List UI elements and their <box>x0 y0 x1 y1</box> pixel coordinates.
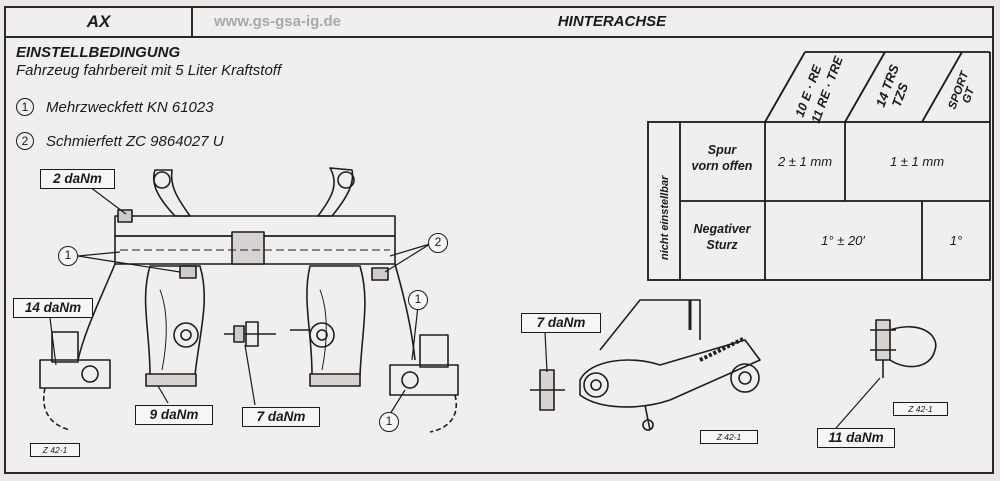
torque-label-cross-tube: 2 daNm <box>40 169 115 189</box>
row-1-label-line2: vorn offen <box>692 159 753 173</box>
torque-label-left-hub: 14 daNm <box>13 298 93 318</box>
figure-ref-left: Z 42-1 <box>30 443 80 457</box>
lubricant-text: Schmierfett ZC 9864027 U <box>46 132 224 150</box>
lubricant-number: 2 <box>16 132 34 150</box>
section-title: HINTERACHSE <box>557 13 667 30</box>
torque-label-grease-detail: 11 daNm <box>817 428 895 448</box>
row-1-label-line1: Spur <box>708 143 738 157</box>
section-code: AX <box>6 8 193 36</box>
camber-value-col12: 1° ± 20′ <box>821 233 865 248</box>
callout-lubricant-1-bottom: 1 <box>379 412 399 432</box>
camber-value-col3: 1° <box>950 233 962 248</box>
page-header: AX www.gs-gsa-ig.de HINTERACHSE <box>6 8 992 38</box>
col-header-3-line2: GT <box>961 85 978 105</box>
manual-page: AX www.gs-gsa-ig.de HINTERACHSE <box>4 6 994 474</box>
row-group-label: nicht einstellbar <box>659 175 671 260</box>
conditions-subtitle: Fahrzeug fahrbereit mit 5 Liter Kraftsto… <box>16 62 282 79</box>
callout-lubricant-2-right: 2 <box>428 233 448 253</box>
lubricant-text: Mehrzweckfett KN 61023 <box>46 98 214 116</box>
torque-label-centre-bolt: 7 daNm <box>242 407 320 427</box>
figure-ref-middle: Z 42-1 <box>700 430 758 444</box>
figure-ref-right: Z 42-1 <box>893 402 948 416</box>
lubricant-number: 1 <box>16 98 34 116</box>
lubricant-1: 1 Mehrzweckfett KN 61023 <box>16 98 214 116</box>
conditions-title: EINSTELLBEDINGUNG <box>16 44 181 61</box>
toe-value-col23: 1 ± 1 mm <box>890 154 944 169</box>
torque-label-arm-bolt: 9 daNm <box>135 405 213 425</box>
setting-conditions: EINSTELLBEDINGUNG Fahrzeug fahrbereit mi… <box>16 44 281 80</box>
callout-lubricant-1-hub: 1 <box>408 290 428 310</box>
row-2-label-line2: Sturz <box>706 238 738 252</box>
toe-value-col1: 2 ± 1 mm <box>777 154 832 169</box>
callout-lubricant-1-left: 1 <box>58 246 78 266</box>
row-2-label-line1: Negativer <box>694 222 752 236</box>
website-url[interactable]: www.gs-gsa-ig.de <box>214 13 341 30</box>
torque-label-arm-detail: 7 daNm <box>521 313 601 333</box>
lubricant-2: 2 Schmierfett ZC 9864027 U <box>16 132 224 150</box>
